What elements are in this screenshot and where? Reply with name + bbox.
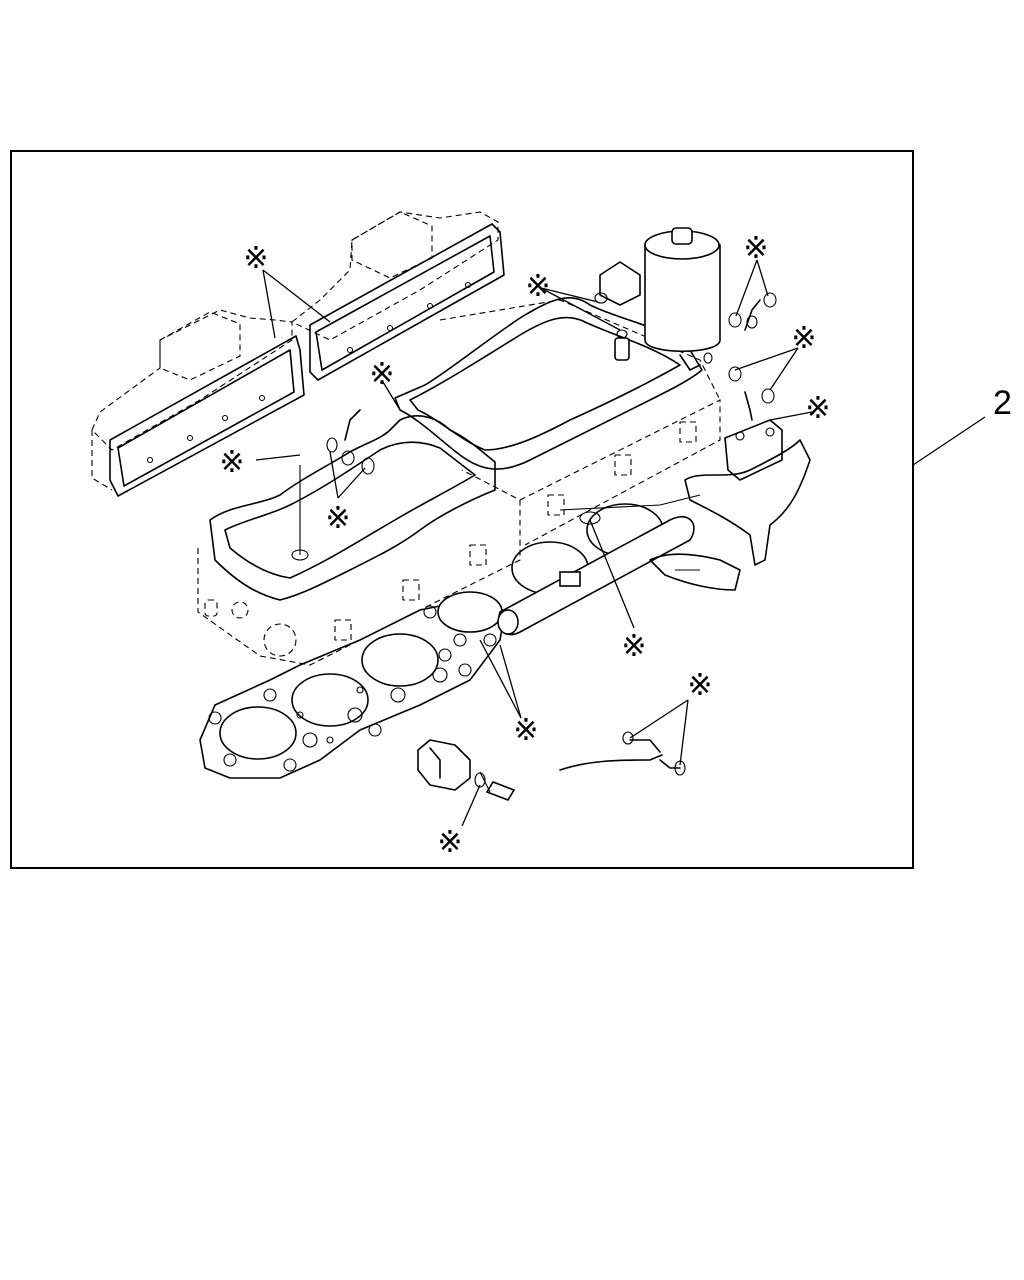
kit-frame: [10, 150, 914, 869]
marker-inlet-gasket: ※: [621, 629, 646, 664]
exhaust-flange-gasket: [724, 419, 783, 481]
inlet-manifold: [497, 516, 695, 636]
head-cover-gasket: [209, 296, 703, 601]
marker-rocker-gaskets: ※: [243, 241, 268, 276]
banjo-fittings: [341, 299, 761, 466]
rocker-cover-left: [91, 309, 293, 491]
cylinder-head-gasket: [199, 591, 506, 779]
fuel-filter: [599, 227, 721, 371]
marker-fuel-pipe-washers: ※: [687, 668, 712, 703]
marker-pipe-washers-mid: ※: [791, 321, 816, 356]
marker-filter-washers: ※: [525, 269, 550, 304]
fuel-pipe: [559, 739, 681, 771]
marker-oil-seal: ※: [437, 825, 462, 860]
marker-cover-seal: ※: [219, 445, 244, 480]
callout-leader: [912, 416, 986, 466]
callout-number: 2: [993, 384, 1012, 422]
oil-seal-and-bolt: [417, 739, 516, 801]
cylinder-head: [197, 299, 721, 666]
marker-banjo-washers-left: ※: [325, 501, 350, 536]
marker-head-cover-gasket: ※: [369, 357, 394, 392]
marker-exhaust-gasket: ※: [805, 391, 830, 426]
marker-pipe-washers-top: ※: [743, 231, 768, 266]
exhaust-manifold: [649, 439, 811, 591]
marker-head-gasket: ※: [513, 713, 538, 748]
part-markers: ※ ※ ※ ※ ※ ※ ※ ※ ※ ※ ※ ※: [219, 231, 830, 860]
rocker-cover-gasket-left: [109, 335, 305, 497]
rocker-cover-right: [290, 211, 499, 341]
rocker-cover-gasket-right: [309, 223, 505, 381]
